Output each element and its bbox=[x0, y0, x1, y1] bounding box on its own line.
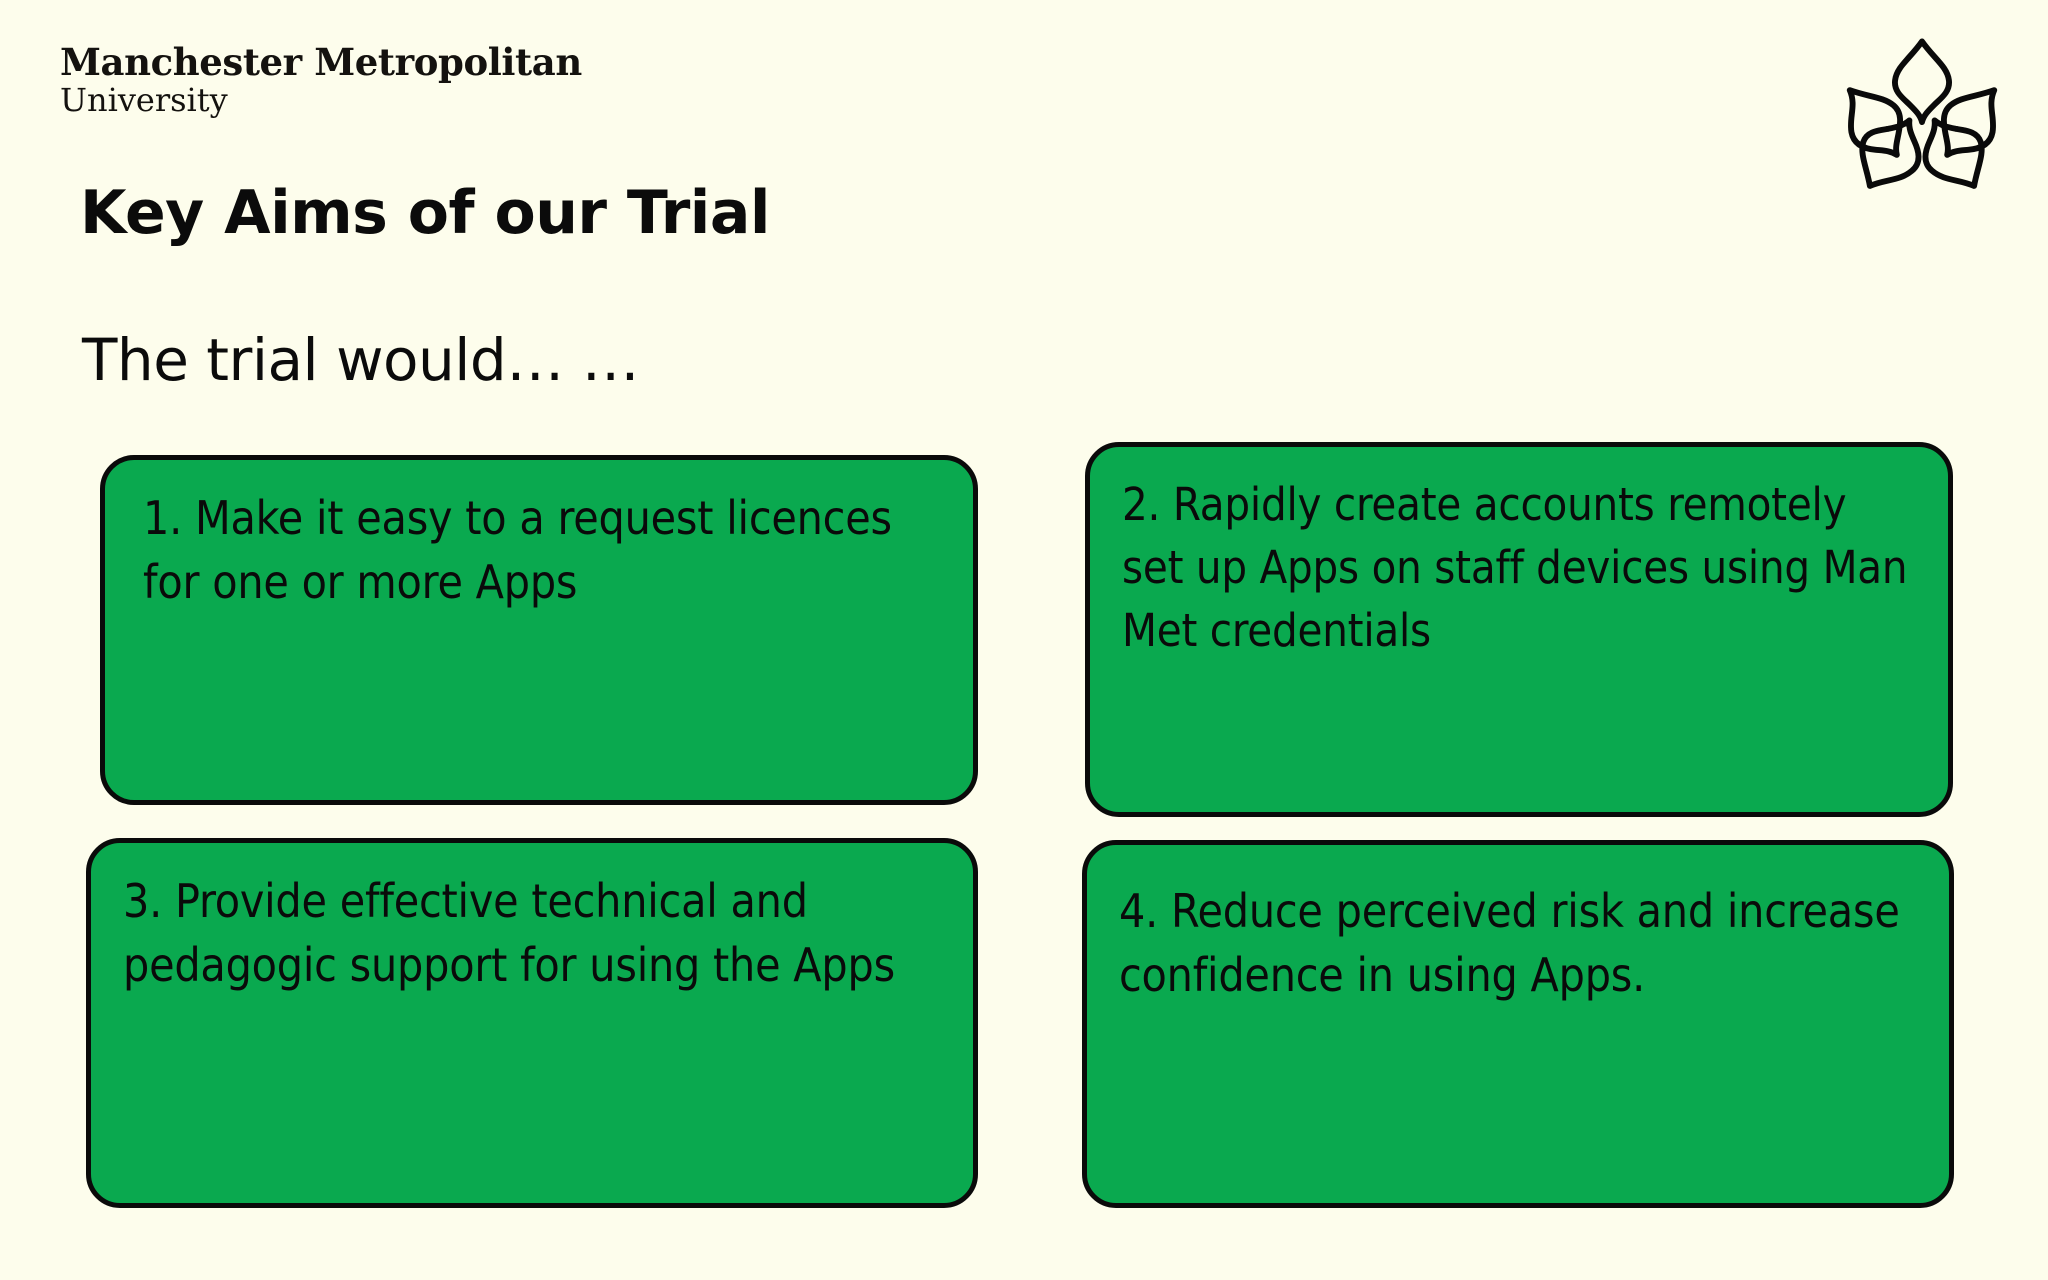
brand-line-secondary: University bbox=[60, 80, 228, 119]
brand-wordmark: Manchester Metropolitan University bbox=[60, 40, 582, 119]
mmu-flower-crest-icon bbox=[1838, 28, 2006, 196]
brand-line-primary: Manchester Metropolitan bbox=[60, 40, 582, 84]
aim-card-4: 4. Reduce perceived risk and increase co… bbox=[1082, 840, 1954, 1208]
page-title: Key Aims of our Trial bbox=[80, 178, 770, 248]
aim-card-1-text: 1. Make it easy to a request licences fo… bbox=[143, 491, 892, 610]
aim-card-3-text: 3. Provide effective technical and pedag… bbox=[123, 874, 895, 993]
aim-card-2: 2. Rapidly create accounts remotely set … bbox=[1085, 442, 1953, 817]
aim-card-1: 1. Make it easy to a request licences fo… bbox=[100, 455, 978, 805]
aim-card-3: 3. Provide effective technical and pedag… bbox=[86, 838, 978, 1208]
aim-card-4-text: 4. Reduce perceived risk and increase co… bbox=[1119, 884, 1900, 1003]
page-subtitle: The trial would… … bbox=[82, 326, 640, 394]
aim-card-2-text: 2. Rapidly create accounts remotely set … bbox=[1122, 478, 1908, 657]
